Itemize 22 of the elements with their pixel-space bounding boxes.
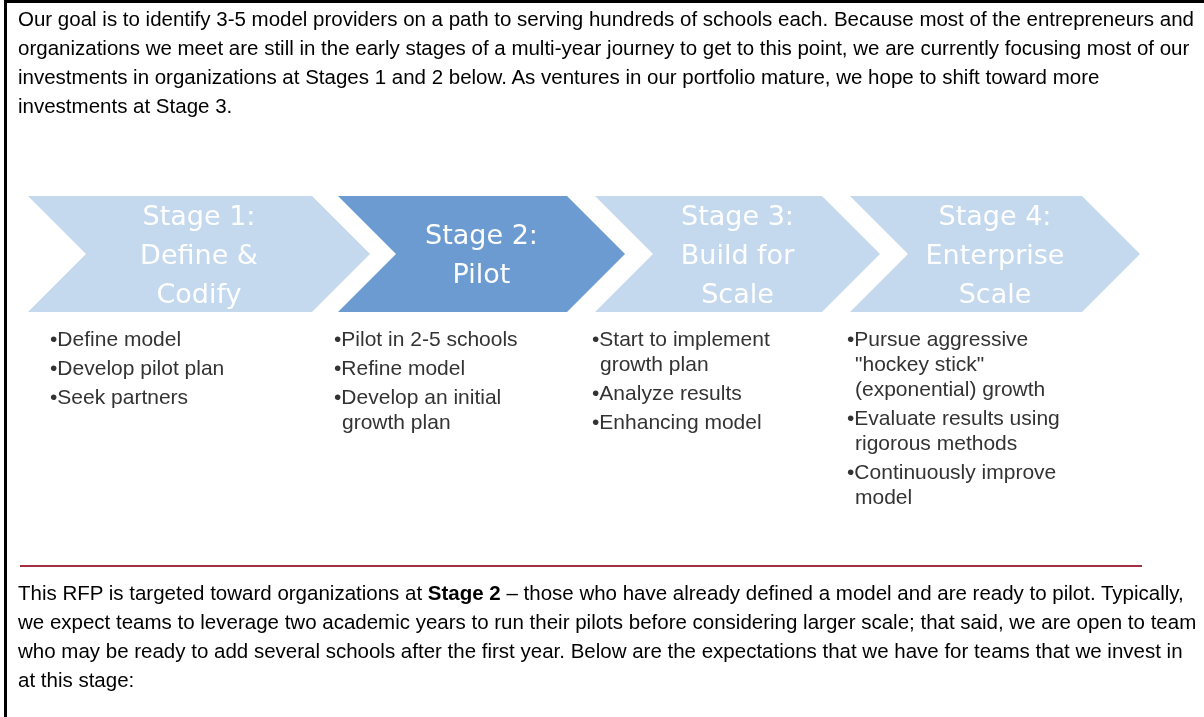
stage-title: Stage 2: Pilot (424, 218, 539, 291)
bullet-item: •Develop pilot plan (50, 355, 226, 380)
bullet-item: •Develop an initial growth plan (334, 384, 503, 434)
paragraph: Our goal is to identify 3-5 model providers on a path to serving hundreds of schools each. Because most of the entrepreneurs and organizations we meet are still in the early stages of a multi-year journey to get to this point, we are currently focusing most of our investments in organizations at Stages 1 and 2 below. As ventures in our portfolio mature, we hope to shift toward more investments at Stage 3. (18, 6, 1196, 119)
bullet-item: •Start to implement growth plan (592, 326, 771, 376)
chevron-stage (338, 196, 625, 312)
stage-title: Stage 3: Build for Scale (679, 198, 796, 311)
bullet-item: •Evaluate results using rigorous methods (847, 405, 1061, 455)
bullet-item: •Enhancing model (592, 409, 763, 434)
chevron-stage (850, 196, 1140, 312)
paragraph: This RFP is targeted toward organizations at Stage 2 – those who have already defined a model and are ready to pilot. Typically, we expect teams to leverage two academic years to run their pilots before considering larger scale; that said, we are open to team who may be ready to add several schools after the first year. Below are the expectations that we have for teams that we invest in at this stage: (18, 580, 1198, 693)
bullet-item: •Continuously improve model (847, 459, 1058, 509)
bullet-item: •Pilot in 2-5 schools (334, 326, 519, 351)
stage-title: Stage 1: Define & Codify (139, 198, 259, 311)
bullet-item: •Refine model (334, 355, 467, 380)
bullet-item: •Analyze results (592, 380, 743, 405)
bullet-item: •Pursue aggressive "hockey stick" (exponential) growth (847, 326, 1047, 401)
chevron-stage (595, 196, 880, 312)
stage-title: Stage 4: Enterprise Scale (924, 198, 1066, 311)
bullet-item: •Define model (50, 326, 183, 351)
chevron-stage (28, 196, 370, 312)
bullet-item: •Seek partners (50, 384, 190, 409)
